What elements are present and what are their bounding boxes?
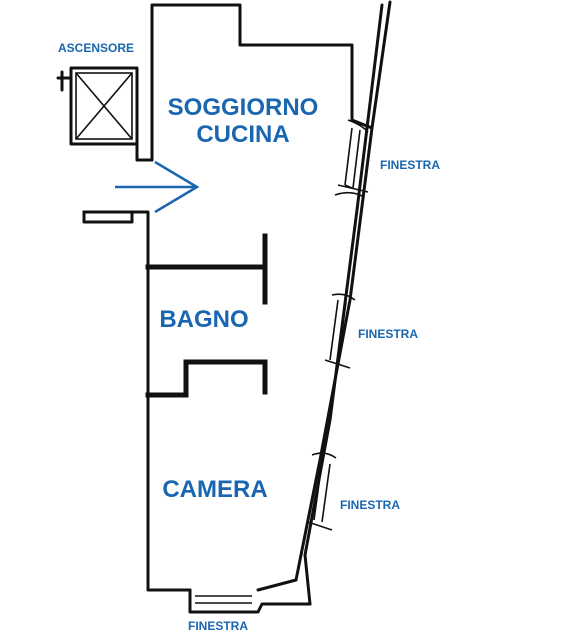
window-label-3: FINESTRA	[340, 498, 400, 512]
entrance-arrow-icon	[115, 160, 200, 214]
window-label-4: FINESTRA	[188, 619, 248, 633]
outer-walls	[82, 0, 392, 614]
window-frames	[195, 119, 369, 604]
kitchen-label: CUCINA	[196, 121, 289, 148]
window-label-1: FINESTRA	[380, 158, 440, 172]
bedroom-label: CAMERA	[162, 476, 267, 503]
elevator-label: ASCENSORE	[58, 41, 134, 55]
bathroom-label: BAGNO	[159, 306, 248, 333]
bathroom-walls	[145, 233, 268, 398]
elevator-shaft	[56, 66, 139, 146]
window-label-2: FINESTRA	[358, 327, 418, 341]
living-room-label: SOGGIORNO	[168, 94, 319, 121]
